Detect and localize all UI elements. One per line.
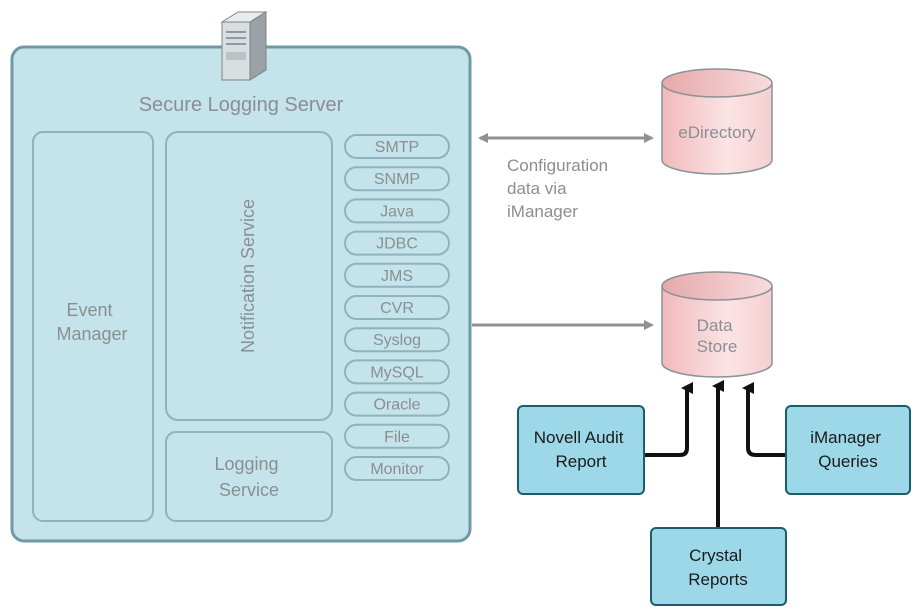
- edirectory-label: eDirectory: [678, 123, 756, 142]
- channel-label: Syslog: [373, 332, 421, 349]
- event-manager-box: [32, 131, 154, 522]
- crystal-reports-box: Crystal Reports: [650, 527, 787, 606]
- data-store-label: Data Store: [697, 316, 738, 356]
- channel-pill-java: Java: [344, 198, 450, 224]
- channel-pill-monitor: Monitor: [344, 456, 450, 481]
- channel-pill-cvr: CVR: [344, 295, 450, 320]
- channel-label: SNMP: [374, 171, 420, 188]
- imanager-queries-box: iManager Queries: [785, 405, 911, 495]
- channel-pill-jms: JMS: [344, 262, 450, 288]
- channel-label: SMTP: [375, 139, 419, 156]
- channel-pill-mysql: MySQL: [344, 359, 450, 385]
- channel-label: File: [384, 429, 410, 446]
- notification-service-label: Notification Service: [238, 199, 258, 353]
- novell-audit-connector: [644, 382, 693, 457]
- event-manager-label: Event Manager: [56, 300, 127, 344]
- channel-pill-file: File: [344, 423, 450, 449]
- channel-label: Oracle: [373, 397, 420, 414]
- channel-pill-syslog: Syslog: [344, 327, 450, 353]
- channel-label: MySQL: [370, 364, 423, 381]
- channel-label: Java: [380, 203, 414, 220]
- channel-label: Monitor: [370, 461, 424, 478]
- imanager-queries-connector: [742, 382, 786, 457]
- logging-service-box: [165, 431, 333, 522]
- channel-pill-snmp: SNMP: [344, 166, 450, 192]
- configuration-note: Configuration data via iManager: [507, 156, 613, 221]
- server-title: Secure Logging Server: [139, 94, 344, 116]
- notification-service-box: [165, 131, 333, 421]
- channel-label: JDBC: [376, 236, 418, 253]
- channel-pill-jdbc: JDBC: [344, 230, 450, 256]
- logging-service-label: Logging Service: [214, 454, 283, 500]
- server-tower-icon: [220, 11, 268, 81]
- novell-audit-report-label: Novell Audit Report: [534, 428, 629, 471]
- edirectory-database: eDirectory: [661, 68, 773, 175]
- novell-audit-report-box: Novell Audit Report: [517, 405, 645, 495]
- data-store-database: Data Store: [661, 271, 773, 378]
- channel-pill-smtp: SMTP: [344, 134, 450, 159]
- channel-label: JMS: [381, 268, 413, 285]
- crystal-reports-label: Crystal Reports: [688, 546, 748, 589]
- channel-label: CVR: [380, 300, 414, 317]
- channel-pill-oracle: Oracle: [344, 391, 450, 417]
- imanager-queries-label: iManager Queries: [810, 428, 886, 471]
